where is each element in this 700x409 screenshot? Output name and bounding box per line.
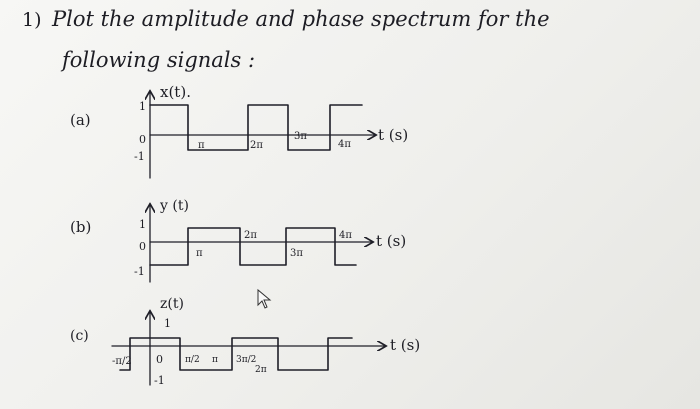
part-b-signal-label: y (t) [159,198,189,214]
part-b-axis-label: t (s) [376,232,406,250]
part-c-label: (c) [70,328,89,344]
part-c-tick-pi: π [212,355,218,365]
part-a-tick-2pi: 2π [250,140,263,151]
part-a-level-high: 1 [139,100,146,113]
problem-text-line1: Plot the amplitude and phase spectrum fo… [51,7,550,31]
part-c-axis-label: t (s) [390,336,420,354]
part-a-tick-3pi: 3π [294,131,307,142]
part-c-plot: (c) z(t) 1 0 -1 -π/2 π/2 π 3π/2 2π t (s) [70,296,420,387]
part-a-level-origin: 0 [139,133,146,146]
part-b-label: (b) [70,218,91,236]
part-c-level-origin: 0 [156,353,163,366]
part-b-tick-2pi: 2π [244,230,257,241]
part-a-tick-4pi: 4π [338,139,351,150]
part-c-tick-half-pi: π/2 [185,355,200,365]
problem-number: 1) [22,9,42,31]
part-a-plot: (a) x(t). 1 0 -1 π 2π 3π 4π t (s) [70,83,408,179]
part-c-tick-neg-half-pi: -π/2 [112,356,132,367]
part-b-plot: (b) y (t) 1 0 -1 π 2π 3π 4π t (s) [70,198,406,283]
part-c-level-high: 1 [164,317,171,330]
part-c-tick-2pi: 2π [255,365,267,375]
part-b-level-high: 1 [139,218,146,231]
problem-text-line2: following signals : [60,48,255,72]
part-c-tick-3half-pi: 3π/2 [236,355,256,365]
part-c-waveform [119,337,353,371]
part-b-tick-pi: π [196,248,203,259]
part-c-signal-label: z(t) [160,296,184,312]
part-b-tick-4pi: 4π [339,230,352,241]
part-a-waveform [149,104,363,151]
part-b-waveform [149,227,357,266]
part-a-signal-label: x(t). [160,83,191,101]
part-a-axis-label: t (s) [378,126,408,144]
part-a-label: (a) [70,111,91,129]
part-b-tick-3pi: 3π [290,248,303,259]
part-b-level-low: -1 [134,265,145,278]
part-c-level-low: -1 [154,374,165,387]
mouse-cursor-icon [257,288,272,309]
part-b-level-origin: 0 [139,240,146,253]
part-a-level-low: -1 [134,150,145,163]
part-a-tick-pi: π [198,140,205,151]
